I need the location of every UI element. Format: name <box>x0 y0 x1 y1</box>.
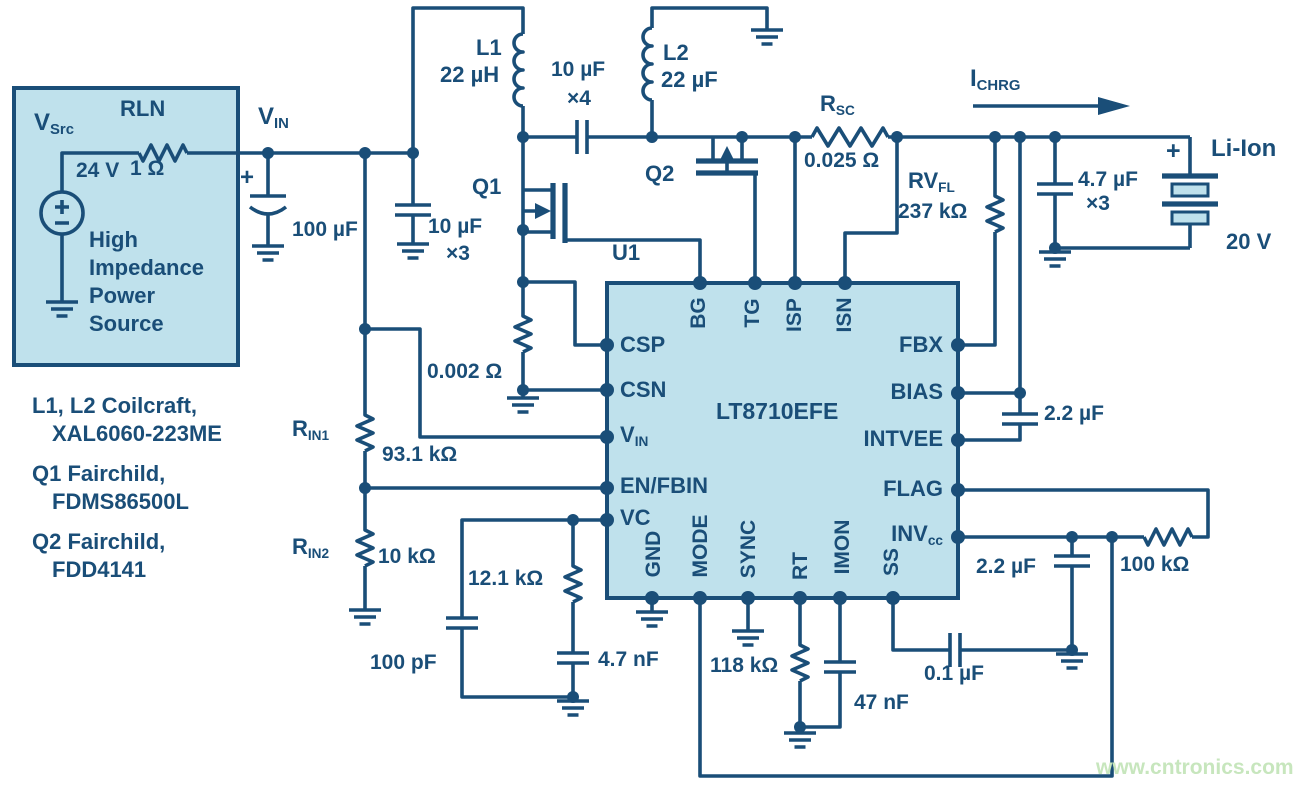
pin-label-flag: FLAG <box>883 476 943 501</box>
invcc-cap-value: 2.2 µF <box>976 555 1036 578</box>
q2-ref: Q2 <box>645 161 675 186</box>
ic-part-number: LT8710EFE <box>716 398 839 424</box>
pin-label-vin: VIN <box>620 422 649 449</box>
q1-ref: Q1 <box>472 174 502 199</box>
rvfl-resistor <box>958 137 1005 347</box>
pin-label-ss: SS <box>880 548 903 577</box>
pin-label-intvee: INTVEE <box>863 426 943 451</box>
vc-cap1-value: 100 pF <box>370 651 437 674</box>
l1-value: 22 µH <box>440 62 500 87</box>
pin-label-invcc: INVcc <box>891 521 943 548</box>
pin-label-csp: CSP <box>620 332 666 357</box>
pin-label-isn: ISN <box>833 297 856 333</box>
l1-ref: L1 <box>476 35 502 60</box>
out-cap-value: 4.7 µF <box>1078 168 1138 191</box>
input-rail <box>187 6 525 262</box>
pin-label-sync: SYNC <box>737 519 760 579</box>
pin-label-bg: BG <box>687 297 710 329</box>
battery-symbol <box>1162 137 1218 248</box>
rln-value: 1 Ω <box>130 157 165 180</box>
rln-label: RLN <box>120 96 166 121</box>
pin-label-isp: ISP <box>783 298 806 332</box>
ichrg-arrow <box>973 97 1130 115</box>
pin-label-gnd: GND <box>642 530 665 578</box>
rsc-label: RSC <box>820 91 855 118</box>
flag-resistor-value: 100 kΩ <box>1120 553 1190 576</box>
imon-cap-value: 47 nF <box>854 691 909 714</box>
vc-compensation <box>446 518 607 717</box>
ss-cap-value: 0.1 µF <box>924 662 984 685</box>
ic-designator: U1 <box>612 240 641 265</box>
l2-value: 22 µF <box>661 67 718 92</box>
pin-label-vc: VC <box>620 505 651 530</box>
bulk-cap-value: 100 µF <box>292 218 358 241</box>
l2-ref: L2 <box>663 40 689 65</box>
battery-plus: + <box>1166 137 1181 165</box>
battery-label: Li-Ion <box>1211 135 1277 162</box>
l1-inductor <box>512 32 525 108</box>
input-divider <box>347 153 607 626</box>
rsc-value: 0.025 Ω <box>804 149 880 172</box>
note-q2-line2: FDD4141 <box>52 557 147 582</box>
note-q2-line1: Q2 Fairchild, <box>32 529 166 554</box>
rin2-label: RIN2 <box>292 534 330 561</box>
sense-resistor-value: 0.002 Ω <box>427 360 503 383</box>
q1-mosfet <box>521 137 702 283</box>
coupling-cap-value: 10 µF <box>551 58 606 81</box>
pin-label-enfbin: EN/FBIN <box>620 473 708 498</box>
note-q1-line1: Q1 Fairchild, <box>32 461 166 486</box>
note-l1-l2-line2: XAL6060-223ME <box>52 421 222 446</box>
output-cap <box>1037 137 1190 268</box>
junction-dots <box>262 131 1118 733</box>
bias-cap-network <box>958 137 1038 442</box>
vc-cap2-value: 4.7 nF <box>598 648 659 671</box>
q2-mosfet <box>696 137 758 283</box>
ic-pin-dots <box>600 276 965 605</box>
rin2-value: 10 kΩ <box>378 545 436 568</box>
rin1-label: RIN1 <box>292 416 330 443</box>
pin-label-rt: RT <box>789 552 812 580</box>
input-ceramic-qty: ×3 <box>446 242 470 265</box>
out-cap-qty: ×3 <box>1086 192 1110 215</box>
coupling-cap-qty: ×4 <box>567 87 591 110</box>
pin-label-tg: TG <box>741 298 764 328</box>
vsrc-label: VSrc <box>34 109 74 139</box>
rt-resistor-value: 118 kΩ <box>710 654 779 677</box>
ichrg-label: ICHRG <box>970 65 1021 95</box>
bias-cap-value: 2.2 µF <box>1044 402 1104 425</box>
battery-voltage: 20 V <box>1226 229 1272 254</box>
rin1-value: 93.1 kΩ <box>382 443 458 466</box>
pin-label-imon: IMON <box>831 519 854 575</box>
flag-network <box>958 488 1210 670</box>
high-impedance-source-box <box>12 86 240 367</box>
pin-label-fbx: FBX <box>899 332 943 357</box>
pin-label-bias: BIAS <box>890 379 943 404</box>
rvfl-label: RVFL <box>908 168 955 195</box>
note-q1-line2: FDMS86500L <box>52 489 189 514</box>
source-description: High Impedance Power Source <box>89 227 204 336</box>
coupling-cap <box>523 120 652 154</box>
vc-resistor-value: 12.1 kΩ <box>468 567 544 590</box>
rvfl-value: 237 kΩ <box>898 200 968 223</box>
bulk-cap-plus: + <box>240 164 255 191</box>
ic-body <box>605 281 960 600</box>
input-ceramic-value: 10 µF <box>428 215 483 238</box>
pin-label-csn: CSN <box>620 377 667 402</box>
output-rail <box>652 126 1190 283</box>
pin-label-mode: MODE <box>689 514 712 578</box>
l2-inductor <box>641 6 785 137</box>
note-l1-l2-line1: L1, L2 Coilcraft, <box>32 393 198 418</box>
source-voltage: 24 V <box>76 159 120 182</box>
watermark: www.cntronics.com <box>1096 756 1294 779</box>
vin-node-label: VIN <box>258 103 289 133</box>
